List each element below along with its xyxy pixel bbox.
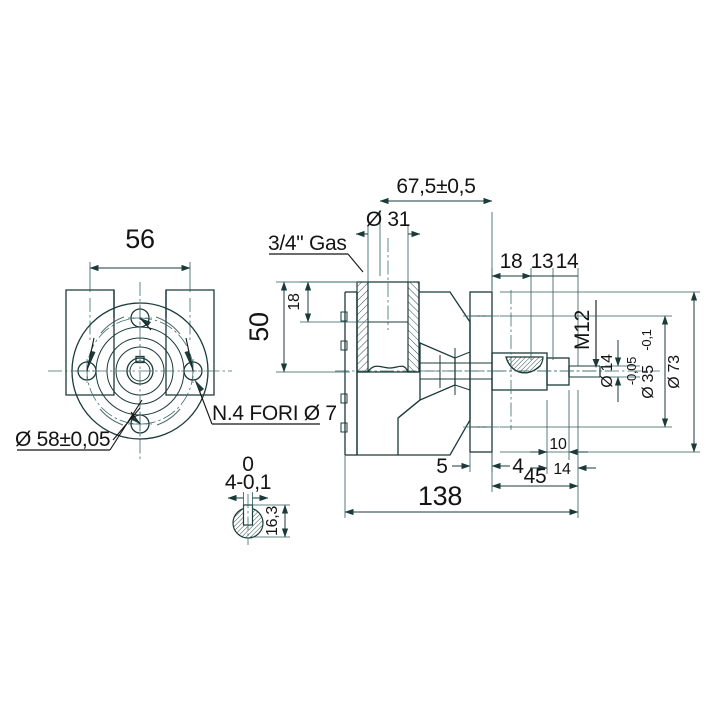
side-section-view: 67,5±0,5 Ø 31 3/4" Gas 50 [244,175,700,518]
dim-flange-od-label: Ø 73 [666,355,683,389]
dim-14-seg-label: 14 [556,250,579,273]
dim-138-label: 138 [418,481,462,511]
port-wall-right [407,281,420,373]
dim-port-bore-label: Ø 31 [366,208,410,231]
dim-138: 138 [344,455,579,518]
dim-4-label: 4 [512,455,524,478]
dim-shaft-14: Ø 14 [599,340,640,402]
port-wall-left [356,281,369,373]
dim-50: 50 [244,281,358,373]
front-view: 56 Ø 58±0,05 N.4 FORI Ø 7 [15,224,337,460]
dim-45: 45 [491,452,579,492]
dim-pilot-label: Ø 35 [640,365,657,399]
label-thread-m12-text: M12 [571,310,594,350]
dim-shaft-14-label: Ø 14 [599,354,616,388]
dim-chain-18-13-14: 18 13 14 [491,250,579,430]
dim-bolt-circle: Ø 58±0,05 [15,399,143,451]
dim-67-5-label: 67,5±0,5 [396,175,475,198]
dim-14-bottom-label: 14 [553,461,571,478]
dim-key-height: 16,3 [250,504,290,538]
dim-13-seg-label: 13 [531,250,554,273]
keyway-pocket [505,356,544,374]
dim-key-height-label: 16,3 [264,506,281,536]
dim-key-width-upper: 0 [242,453,253,476]
mounting-bracket-left [65,289,115,396]
dim-56-label: 56 [125,224,154,254]
key-section-detail: 0 4-0,1 16,3 [225,453,290,545]
dim-5-label: 5 [436,455,447,478]
dim-18-port-label: 18 [286,293,303,311]
dim-5: 5 [436,452,471,478]
dim-50-label: 50 [244,312,274,341]
dim-14-bottom: 14 [530,390,596,478]
dim-10-label: 10 [549,436,567,453]
dim-4: 4 [491,452,525,478]
shaft-thread-m12 [546,357,570,386]
dim-45-label: 45 [524,465,547,488]
rear-mount-flange [340,291,358,456]
dim-67-5: 67,5±0,5 [379,175,493,290]
pump-body [356,281,500,456]
dim-pilot-tol-lower: -0,1 [639,329,654,350]
note-four-holes-label: N.4 FORI Ø 7 [212,402,337,425]
dim-key-width: 0 4-0,1 [225,453,271,512]
mounting-flange [463,291,500,453]
dim-pilot-35: -0,05 Ø 35 -0,1 [500,315,672,428]
mounting-bracket-right [165,289,215,396]
label-port-thread-text: 3/4" Gas [268,232,347,255]
dim-18-port: 18 [286,281,368,323]
label-thread-m12: M12 [571,300,600,368]
dim-bolt-circle-label: Ø 58±0,05 [15,428,110,451]
dim-18-seg-label: 18 [500,250,523,273]
dim-56: 56 [89,224,191,292]
dim-key-width-lower: 4-0,1 [225,471,271,494]
dim-pilot-tol-upper: -0,05 [624,357,639,385]
dim-port-bore: Ø 31 [355,208,421,330]
dim-flange-od: Ø 73 [500,291,700,453]
label-port-thread: 3/4" Gas [268,232,364,273]
note-four-holes: N.4 FORI Ø 7 [194,379,337,425]
output-shaft [491,352,612,391]
dim-10: 10 [530,390,588,460]
